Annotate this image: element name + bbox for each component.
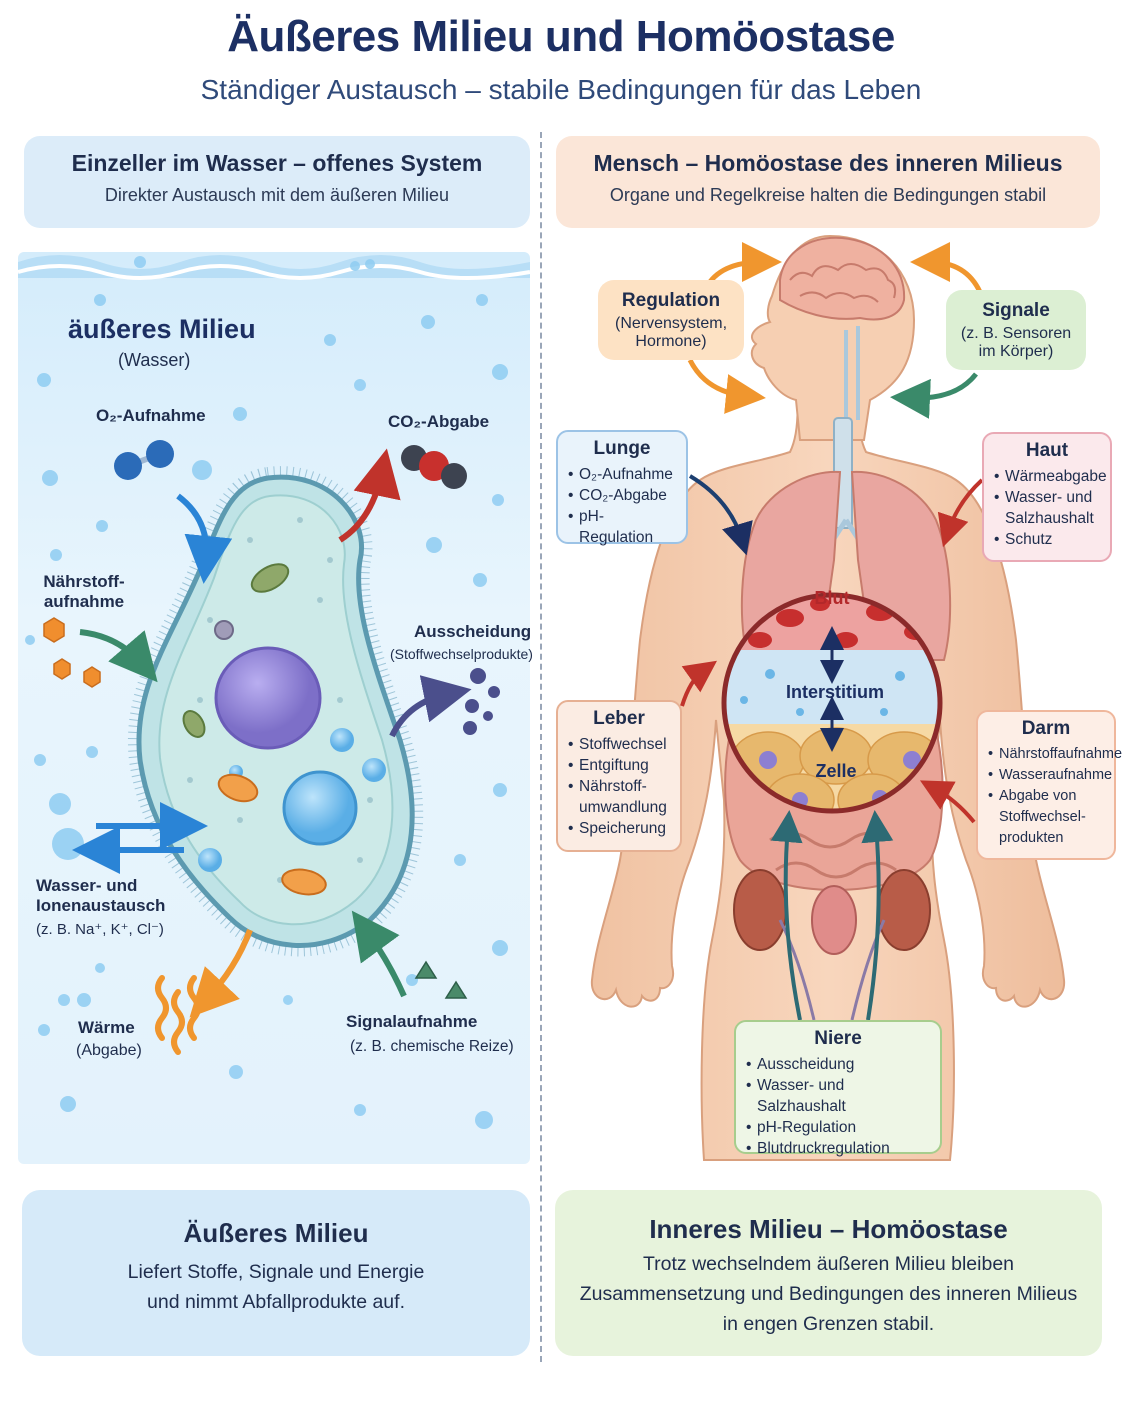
co2-label: CO₂-Abgabe: [388, 412, 490, 431]
list-item: Ausscheidung: [746, 1054, 930, 1075]
left-header-box: Einzeller im Wasser – offenes System Dir…: [24, 136, 530, 228]
darm-box: Darm Nährstoffaufnahme Wasseraufnahme Ab…: [976, 710, 1122, 860]
co2-arrow: [338, 448, 401, 543]
list-item: Wasser- und Salzhaushalt: [994, 487, 1100, 529]
left-header-title: Einzeller im Wasser – offenes System: [71, 150, 483, 176]
nucleus: [214, 646, 322, 750]
list-item: Blutdruckregulation: [746, 1138, 930, 1159]
niere-title: Niere: [814, 1028, 862, 1049]
o2-label: O₂-Aufnahme: [96, 406, 206, 425]
right-header-subtitle: Organe und Regelkreise halten die Beding…: [609, 185, 1047, 205]
zelle-label: Zelle: [815, 761, 857, 781]
milieu-title: äußeres Milieu: [68, 314, 256, 344]
darm-title: Darm: [1021, 718, 1071, 739]
ausscheidung-sublabel: (Stoffwechselprodukte): [390, 646, 533, 662]
naehrstoff-label: Nährstoff- aufnahme: [43, 572, 125, 611]
regulation-arrow-bottom: [687, 358, 766, 414]
signal-arrow: [351, 910, 407, 998]
regulation-title: Regulation: [621, 290, 721, 311]
milieu-subtitle: (Wasser): [118, 350, 191, 370]
excretion-arrow: [389, 675, 472, 738]
blut-label: Blut: [814, 588, 850, 608]
page-title: Äußeres Milieu und Homöostase: [227, 12, 895, 61]
right-header-box: Mensch – Homöostase des inneren Milieus …: [556, 136, 1100, 228]
nutrient-arrow: [79, 629, 158, 683]
nutrient-hexagons: [43, 617, 101, 688]
list-item: pH-Regulation: [568, 506, 676, 548]
footer-left-box: Äußeres Milieu Liefert Stoffe, Signale u…: [22, 1190, 530, 1356]
leber-title: Leber: [593, 708, 645, 729]
heat-waves: [155, 975, 201, 1055]
signal-triangles: [414, 960, 468, 999]
list-item: Wärmeabgabe: [994, 466, 1107, 487]
signale-title: Signale: [982, 300, 1050, 321]
niere-arrow-right: [861, 810, 894, 1021]
waerme-label: Wärme: [78, 1018, 135, 1037]
signal-arrow-top: [910, 242, 983, 294]
list-item: CO₂-Abgabe: [568, 485, 676, 506]
signal-sublabel: (z. B. chemische Reize): [350, 1038, 514, 1055]
haut-box: Haut Wärmeabgabe Wasser- und Salzhaushal…: [982, 432, 1112, 562]
co2-molecule: [401, 445, 467, 489]
vacuole: [282, 770, 358, 846]
excretion-particles: [463, 668, 500, 735]
list-item: O₂-Aufnahme: [568, 464, 676, 485]
footer-right-box: Inneres Milieu – Homöostase Trotz wechse…: [555, 1190, 1102, 1356]
list-item: Schutz: [994, 529, 1100, 550]
protist-cell: [127, 466, 424, 957]
water-bubbles: [25, 256, 508, 1129]
regulation-box: Regulation (Nervensystem, Hormone): [598, 280, 744, 360]
footer-left-body: Liefert Stoffe, Signale und Energie und …: [127, 1261, 425, 1313]
list-item: pH-Regulation: [746, 1117, 930, 1138]
list-item: Speicherung: [568, 818, 670, 839]
o2-molecule: [114, 440, 174, 480]
water-exchange-arrows: [72, 802, 208, 874]
list-item: Abgabe von Stoffwechsel-produkten: [988, 786, 1104, 849]
signal-arrow-bottom: [890, 372, 978, 419]
darm-arrow: [919, 780, 976, 824]
lunge-title: Lunge: [593, 438, 651, 459]
wasser-label: Wasser- und Ionenaustausch: [36, 876, 166, 915]
o2-arrow: [176, 493, 233, 584]
page-subtitle: Ständiger Austausch – stabile Bedingunge…: [200, 74, 922, 105]
ausscheidung-label: Ausscheidung: [414, 622, 532, 641]
wasser-sublabel: (z. B. Na⁺, K⁺, Cl⁻): [36, 921, 164, 938]
niere-box: Niere Ausscheidung Wasser- und Salzhaush…: [734, 1020, 942, 1159]
list-item: Stoffwechsel: [568, 734, 670, 755]
center-divider: [540, 132, 542, 1362]
heat-arrow: [189, 928, 253, 1018]
niere-arrow-left: [770, 810, 803, 1021]
signale-box: Signale (z. B. Sensoren im Körper): [946, 290, 1086, 370]
haut-title: Haut: [1025, 440, 1069, 461]
right-header-title: Mensch – Homöostase des inneren Milieus: [593, 150, 1063, 176]
leber-box: Leber Stoffwechsel Entgiftung Nährstoff-…: [556, 700, 682, 852]
interstitium-label: Interstitium: [785, 682, 884, 702]
footer-left-title: Äußeres Milieu: [183, 1218, 369, 1248]
lunge-box: Lunge O₂-Aufnahme CO₂-Abgabe pH-Regulati…: [556, 430, 688, 546]
list-item: Entgiftung: [568, 755, 670, 776]
list-item: Nährstoffaufnahme: [988, 744, 1122, 765]
lunge-arrow: [688, 474, 753, 556]
left-header-subtitle: Direkter Austausch mit dem äußeren Milie…: [104, 185, 450, 205]
footer-right-title: Inneres Milieu – Homöostase: [649, 1214, 1008, 1244]
waerme-sublabel: (Abgabe): [76, 1042, 142, 1059]
list-item: Wasser- und Salzhaushalt: [746, 1075, 930, 1117]
list-item: Wasseraufnahme: [988, 765, 1112, 786]
haut-arrow: [937, 478, 984, 548]
signal-label: Signalaufnahme: [346, 1012, 478, 1031]
footer-right-body: Trotz wechselndem äußeren Milieu bleiben…: [579, 1253, 1078, 1335]
list-item: Nährstoff-umwandlung: [568, 776, 670, 818]
water-surface: [17, 255, 531, 280]
leber-arrow: [680, 660, 718, 707]
